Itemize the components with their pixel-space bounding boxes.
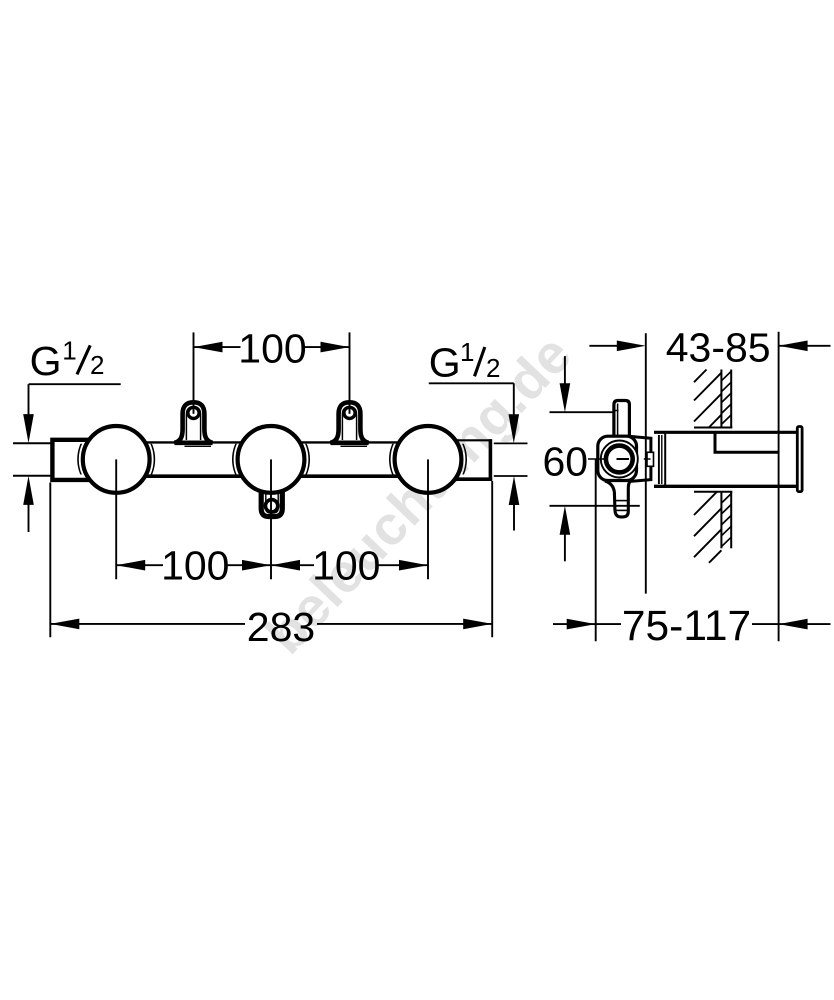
svg-text:43-85: 43-85 <box>666 324 771 370</box>
svg-text:283: 283 <box>247 604 315 650</box>
svg-text:100: 100 <box>161 543 229 589</box>
svg-text:2: 2 <box>486 353 500 383</box>
svg-text:G: G <box>30 338 62 384</box>
svg-text:1: 1 <box>460 337 474 367</box>
svg-text:100: 100 <box>238 326 306 372</box>
svg-text:2: 2 <box>90 350 104 380</box>
svg-text:100: 100 <box>312 543 380 589</box>
svg-text:60: 60 <box>542 439 588 485</box>
svg-text:G: G <box>429 339 461 385</box>
svg-text:1: 1 <box>62 336 76 366</box>
svg-text:75-117: 75-117 <box>622 603 751 650</box>
